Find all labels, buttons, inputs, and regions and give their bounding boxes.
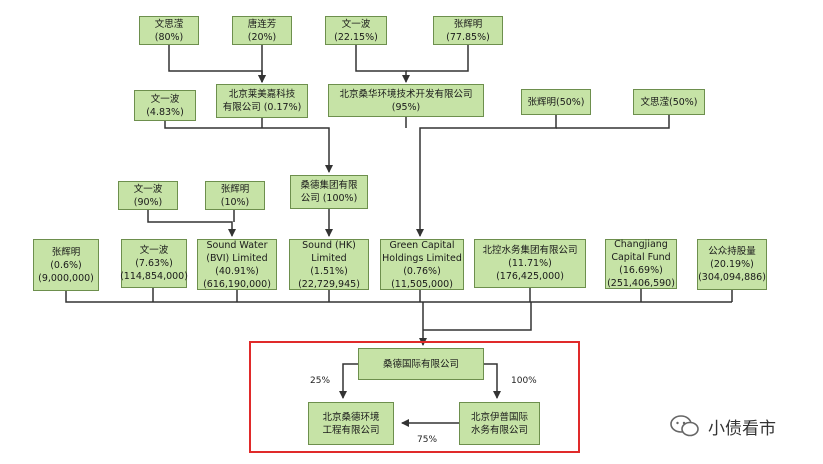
box-name: 文一波 <box>139 245 169 256</box>
box-name: Green Capital <box>389 239 455 251</box>
box-percent: (11.71%) <box>508 258 552 269</box>
box-name: 北控水务集团有限公司 <box>482 245 578 256</box>
box-name: 文一波 <box>150 93 180 105</box>
shareholder-box-wenyibo-90: 文一波 (90%) <box>118 181 178 210</box>
shareholder-box-zhanghuiming-10: 张辉明 (10%) <box>205 181 265 210</box>
box-name: 北京桑华环境技术开发有限公司 <box>339 88 473 100</box>
box-name: 文思滢 <box>154 18 184 30</box>
watermark: 小债看市 <box>670 413 776 439</box>
box-percent: (16.69%) <box>619 265 663 276</box>
shareholder-box-7: 公众持股量 (20.19%) (304,094,886) <box>697 239 767 290</box>
box-name: 桑德国际有限公司 <box>382 358 459 370</box>
shareholder-box-1: 文一波 (7.63%) (114,854,000) <box>120 239 188 288</box>
box-shares: (22,729,945) <box>298 278 360 290</box>
company-box-laimeijia: 北京莱美嘉科技 有限公司 (0.17%) <box>216 84 308 118</box>
shareholder-box-wensiying-80: 文思滢 (80%) <box>139 16 199 45</box>
edge-label-25: 25% <box>310 376 331 386</box>
box-percent: (7.63%) <box>135 258 173 269</box>
shareholder-box-zhanghuiming-7785: 张辉明 (77.85%) <box>433 16 503 45</box>
box-shares: (9,000,000) <box>38 272 94 284</box>
company-box-sound-international: 桑德国际有限公司 <box>358 348 484 380</box>
box-percent: (40.91%) <box>215 265 259 277</box>
shareholder-box-6: Changjiang Capital Fund (16.69%) (251,40… <box>605 239 677 289</box>
company-box-sound-environment: 北京桑德环境 工程有限公司 <box>308 402 394 445</box>
edge-label-100: 100% <box>511 376 537 386</box>
box-name: 文一波 <box>341 18 371 30</box>
box-percent: (95%) <box>391 101 421 113</box>
box-name: 唐连芳 <box>247 18 277 30</box>
company-box-sanghua: 北京桑华环境技术开发有限公司 (95%) <box>328 84 484 117</box>
box-name: 北京莱美嘉科技 <box>228 89 296 100</box>
box-name: 公众持股量 <box>708 246 756 257</box>
box-percent: (1.51%) <box>310 265 348 277</box>
box-name-line2: 工程有限公司 <box>322 424 380 436</box>
box-percent: (10%) <box>220 196 250 208</box>
shareholder-box-wenyibo-483: 文一波 (4.83%) <box>134 90 196 121</box>
edge-label-75: 75% <box>417 435 438 445</box>
box-shares: (176,425,000) <box>496 271 564 282</box>
box-percent: (4.83%) <box>146 106 184 118</box>
wechat-icon <box>670 415 699 437</box>
box-name: 桑德集团有限 <box>300 180 358 191</box>
box-name: Sound Water <box>206 239 268 251</box>
box-percent: 公司 (100%) <box>300 193 358 204</box>
box-name: 北京桑德环境 <box>322 411 380 423</box>
box-percent: (80%) <box>154 31 184 43</box>
box-name: 文一波 <box>133 183 163 195</box>
box-line2: Capital Fund <box>611 252 671 263</box>
shareholder-box-4: Green Capital Holdings Limited (0.76%) (… <box>380 239 464 290</box>
shareholder-box-2: Sound Water (BVI) Limited (40.91%) (616,… <box>197 239 277 290</box>
shareholder-box-3: Sound (HK) Limited (1.51%) (22,729,945) <box>289 239 369 290</box>
box-name-line2: 水务有限公司 <box>470 424 528 436</box>
box-shares: (304,094,886) <box>698 272 766 283</box>
box-name: 张辉明 <box>51 246 81 258</box>
box-percent: (0.6%) <box>50 259 82 271</box>
box-line2: Limited <box>311 252 347 264</box>
company-box-yipu-water: 北京伊普国际 水务有限公司 <box>459 402 540 445</box>
box-shares: (616,190,000) <box>203 278 271 290</box>
box-percent: (0.76%) <box>403 265 441 277</box>
company-box-sound-group: 桑德集团有限 公司 (100%) <box>290 175 368 209</box>
box-name: 北京伊普国际 <box>470 411 528 423</box>
highlight-frame <box>249 341 580 453</box>
shareholder-box-tanglianfang-20: 唐连芳 (20%) <box>232 16 292 45</box>
box-name: 文思滢(50%) <box>640 96 698 108</box>
box-percent: 有限公司 (0.17%) <box>222 102 302 113</box>
shareholder-box-wenyibo-2215: 文一波 (22.15%) <box>325 16 387 45</box>
watermark-text: 小债看市 <box>708 418 776 439</box>
shareholder-box-0: 张辉明 (0.6%) (9,000,000) <box>33 239 99 291</box>
box-name: Sound (HK) <box>302 239 356 251</box>
shareholder-box-wensiying-50: 文思滢(50%) <box>633 89 705 115</box>
box-line2: Holdings Limited <box>382 252 462 264</box>
box-name: 张辉明(50%) <box>527 96 585 108</box>
box-percent: (22.15%) <box>334 31 378 43</box>
box-name: 张辉明 <box>453 18 483 30</box>
shareholder-box-5: 北控水务集团有限公司 (11.71%) (176,425,000) <box>474 239 586 288</box>
box-percent: (20.19%) <box>710 259 754 270</box>
box-name: Changjiang <box>614 239 668 250</box>
box-percent: (90%) <box>133 196 163 208</box>
box-name: 张辉明 <box>220 183 250 195</box>
box-percent: (20%) <box>247 31 277 43</box>
box-shares: (251,406,590) <box>607 278 675 289</box>
box-percent: (77.85%) <box>446 31 490 43</box>
box-shares: (114,854,000) <box>120 271 188 282</box>
shareholder-box-zhanghuiming-50: 张辉明(50%) <box>521 89 591 115</box>
box-shares: (11,505,000) <box>391 278 453 290</box>
box-line2: (BVI) Limited <box>206 252 268 264</box>
